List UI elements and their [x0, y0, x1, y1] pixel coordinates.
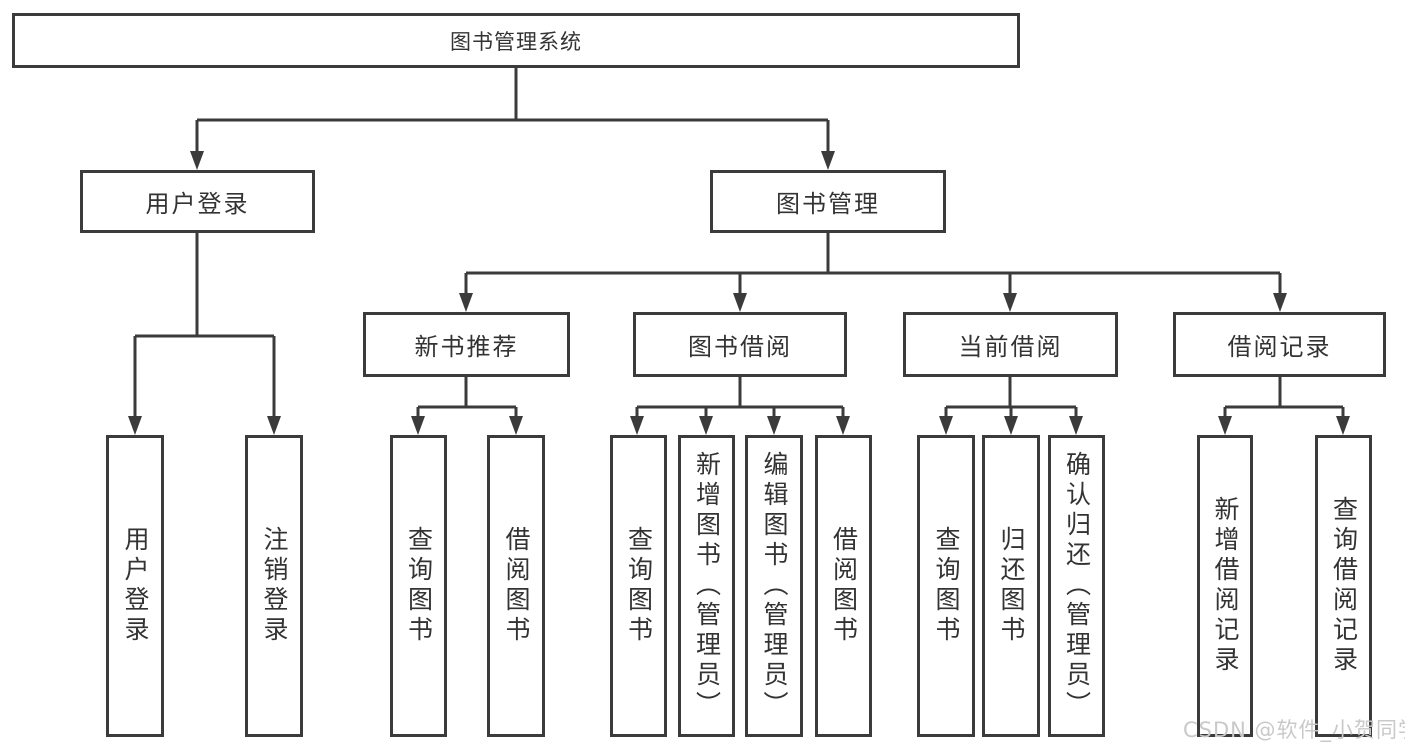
leaf-user-login: 用户登录	[106, 435, 164, 737]
leaf-edit-book-admin: 编辑图书（管理员）	[745, 435, 803, 737]
node-new-book-recommend: 新书推荐	[363, 312, 570, 377]
leaf-borrow-book: 借阅图书	[815, 435, 872, 737]
node-book-borrow: 图书借阅	[633, 312, 847, 377]
leaf-borrow-book-recommend: 借阅图书	[487, 435, 545, 737]
connector-borrow-record-children	[1218, 377, 1350, 435]
csdn-watermark: CSDN @软件_小贺同学	[1183, 718, 1405, 742]
node-current-borrow: 当前借阅	[903, 312, 1118, 377]
leaf-add-book-admin: 新增图书（管理员）	[678, 435, 735, 737]
leaf-query-book-borrow: 查询图书	[610, 435, 667, 737]
leaf-query-borrow-record: 查询借阅记录	[1315, 435, 1372, 737]
leaf-return-book: 归还图书	[982, 435, 1040, 737]
node-book-management: 图书管理	[710, 170, 946, 233]
connector-current-borrow-children	[939, 377, 1083, 435]
connector-book-management-children	[459, 233, 1287, 312]
connector-book-borrow-children	[630, 377, 850, 435]
leaf-confirm-return-admin: 确认归还（管理员）	[1048, 435, 1105, 737]
leaf-query-book-recommend: 查询图书	[390, 435, 447, 737]
leaf-logout: 注销登录	[245, 435, 303, 737]
connector-user-login-children	[128, 233, 281, 435]
connector-root-to-level2	[190, 68, 835, 170]
node-borrow-record: 借阅记录	[1173, 312, 1386, 377]
leaf-query-book-current: 查询图书	[917, 435, 975, 737]
node-user-login-group: 用户登录	[80, 170, 315, 233]
leaf-add-borrow-record: 新增借阅记录	[1197, 435, 1253, 737]
node-library-management-system: 图书管理系统	[12, 13, 1020, 68]
connector-new-book-children	[411, 377, 523, 435]
